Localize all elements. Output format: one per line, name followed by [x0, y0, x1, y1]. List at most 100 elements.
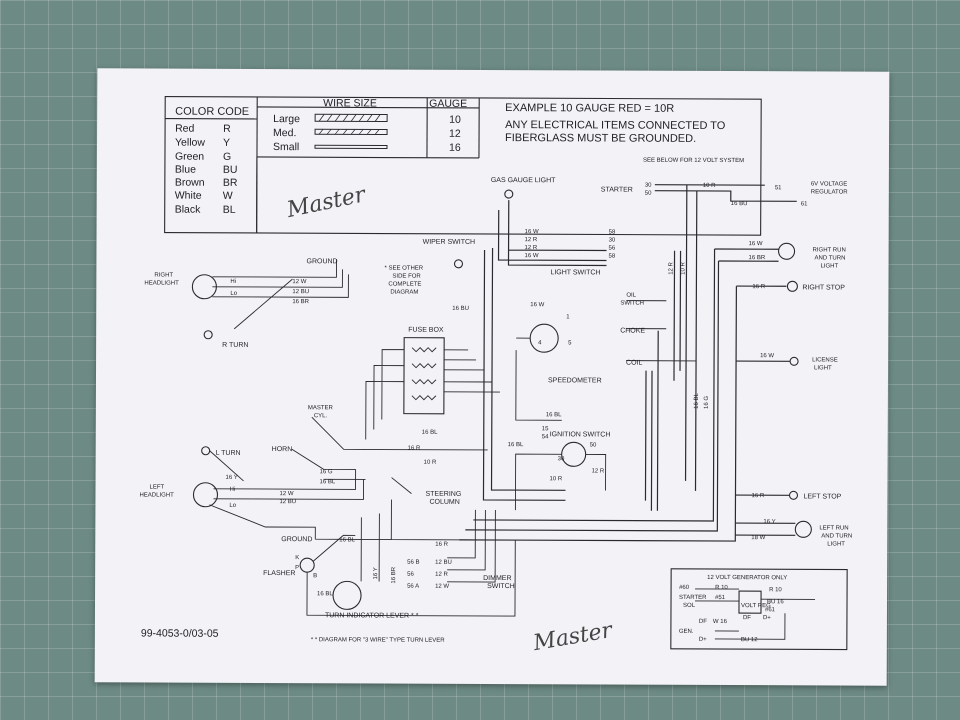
handwriting-bottom: Master [531, 618, 616, 656]
wire-size-title: WIRE SIZE [323, 97, 377, 109]
hi-label: Hi [230, 279, 236, 285]
lo-label: Lo [230, 291, 237, 297]
wire-labels: 16 W 12 R 12 R 16 W 58 30 56 58 30 50 10… [226, 183, 809, 598]
hi-label: Hi [229, 487, 235, 493]
right-headlight-icon [191, 274, 217, 300]
color-code: BL [223, 204, 236, 216]
voltage-regulator-label: REGULATOR [811, 189, 848, 195]
wire-terminal: 4 [538, 340, 542, 346]
right-run-light-label: RIGHT RUN [813, 247, 846, 253]
ignition-switch-label: IGNITION SWITCH [550, 431, 611, 438]
right-run-light-label: LIGHT [820, 263, 838, 269]
ground-label: GROUND [281, 536, 312, 543]
wire-label: 12 R [592, 468, 605, 474]
wire-label: 16 BL [339, 537, 355, 543]
wire-label: 16 R [435, 542, 448, 548]
color-name: Brown [175, 177, 205, 189]
wire-size-name: Small [273, 141, 299, 153]
wire-label: 16 W [749, 241, 763, 247]
color-code: W [223, 190, 233, 202]
inset-label: #51 [715, 595, 726, 601]
wire-terminal: 61 [801, 201, 808, 207]
color-code: R [223, 123, 231, 135]
wire-label: 10 R [424, 460, 437, 466]
color-name: Black [175, 204, 201, 216]
inset-label: W 16 [713, 619, 728, 625]
wire-terminal: 56 [407, 572, 414, 578]
inset-label: GEN. [679, 629, 694, 635]
wire-label: 16 R [408, 446, 421, 452]
inset-label: D+ [699, 637, 707, 643]
color-name: Red [175, 123, 194, 135]
wire-terminal: 56 [609, 246, 616, 252]
left-run-light-label: AND TURN [821, 533, 852, 539]
speedometer-label: SPEEDOMETER [548, 377, 602, 384]
wire-label: 16 Y [763, 519, 775, 525]
wire-label: 12 W [292, 279, 306, 285]
wire-label: 16 BR [292, 299, 309, 305]
master-cyl-label: MASTER [308, 405, 334, 411]
inset-label: R 10 [769, 587, 782, 593]
see-other-side-note: DIAGRAM [390, 290, 418, 296]
color-code: BU [223, 164, 238, 176]
wire-label: 16 W [525, 229, 539, 235]
wire-terminal: P [295, 565, 299, 571]
wire-terminal: 50 [645, 191, 652, 197]
wire-label: 16 BL [317, 591, 333, 597]
flasher-label: FLASHER [263, 570, 295, 577]
starter-label: STARTER [601, 186, 633, 193]
grounding-note: ANY ELECTRICAL ITEMS CONNECTED TO [505, 119, 726, 132]
inset-label: D+ [763, 615, 771, 621]
right-headlight-label: HEADLIGHT [144, 280, 179, 286]
wire-terminal: 1 [566, 314, 570, 320]
inset-label: SOL [683, 603, 696, 609]
wire-label: 16 Y [373, 567, 379, 579]
left-turn-label: L TURN [216, 450, 241, 457]
wire-terminal: 50 [590, 442, 597, 448]
ground-label: GROUND [306, 258, 337, 265]
wire-terminal: 58 [609, 254, 616, 260]
right-headlight-label: RIGHT [154, 273, 173, 279]
wire-label: 12 W [279, 491, 293, 497]
wire-label: 16 R [752, 284, 765, 290]
header-table: COLOR CODE Red R Yellow Y Green G Blue B… [164, 96, 762, 236]
wire-terminal: 56 A [407, 584, 419, 590]
right-turn-icon [203, 330, 213, 340]
wire-label: 16 BR [391, 566, 397, 583]
wire-label: 16 BL [320, 479, 336, 485]
steering-column-label: COLUMN [429, 499, 459, 506]
wire-label: 16 W [525, 253, 539, 259]
color-code-title: COLOR CODE [175, 106, 249, 118]
fuse-box-label: FUSE BOX [408, 327, 444, 334]
see-other-side-note: COMPLETE [388, 282, 421, 288]
inset-label: VOLT REG [741, 603, 771, 609]
wire-size-gauge: 16 [449, 142, 461, 154]
left-run-light-label: LIGHT [827, 541, 845, 547]
inset-label: DF [699, 619, 707, 625]
color-code: Y [223, 137, 230, 149]
left-headlight-label: HEADLIGHT [139, 492, 174, 498]
oil-switch-label: SWITCH [620, 301, 644, 307]
right-turn-label: R TURN [222, 342, 248, 349]
twelve-volt-note: SEE BELOW FOR 12 VOLT SYSTEM [643, 158, 744, 164]
inset-label: BU 12 [741, 637, 758, 643]
wire-label: 10 R [680, 261, 686, 274]
license-light-label: LIGHT [814, 365, 832, 371]
three-wire-note: * * DIAGRAM FOR "3 WIRE" TYPE TURN LEVER [311, 637, 445, 644]
wire-label: 12 W [435, 584, 449, 590]
twelve-volt-inset: 12 VOLT GENERATOR ONLY #60 R 10 STARTER … [679, 575, 787, 643]
example-note: EXAMPLE 10 GAUGE RED = 10R [505, 102, 674, 115]
horn-label: HORN [272, 446, 293, 453]
dimmer-switch-label: DIMMER [483, 575, 511, 582]
wiper-switch-icon [453, 259, 464, 269]
color-code: BR [223, 177, 238, 189]
inset-label: DF [743, 615, 751, 621]
light-switch-label: LIGHT SWITCH [550, 269, 600, 276]
left-stop-label: LEFT STOP [803, 493, 841, 500]
wire-label: 12 R [525, 245, 538, 251]
wire-terminal: 5 [568, 340, 572, 346]
color-name: White [175, 190, 202, 202]
wire-label: 16 W [530, 302, 544, 308]
right-stop-label: RIGHT STOP [802, 284, 845, 291]
wire-label: 16 BL [508, 442, 524, 448]
